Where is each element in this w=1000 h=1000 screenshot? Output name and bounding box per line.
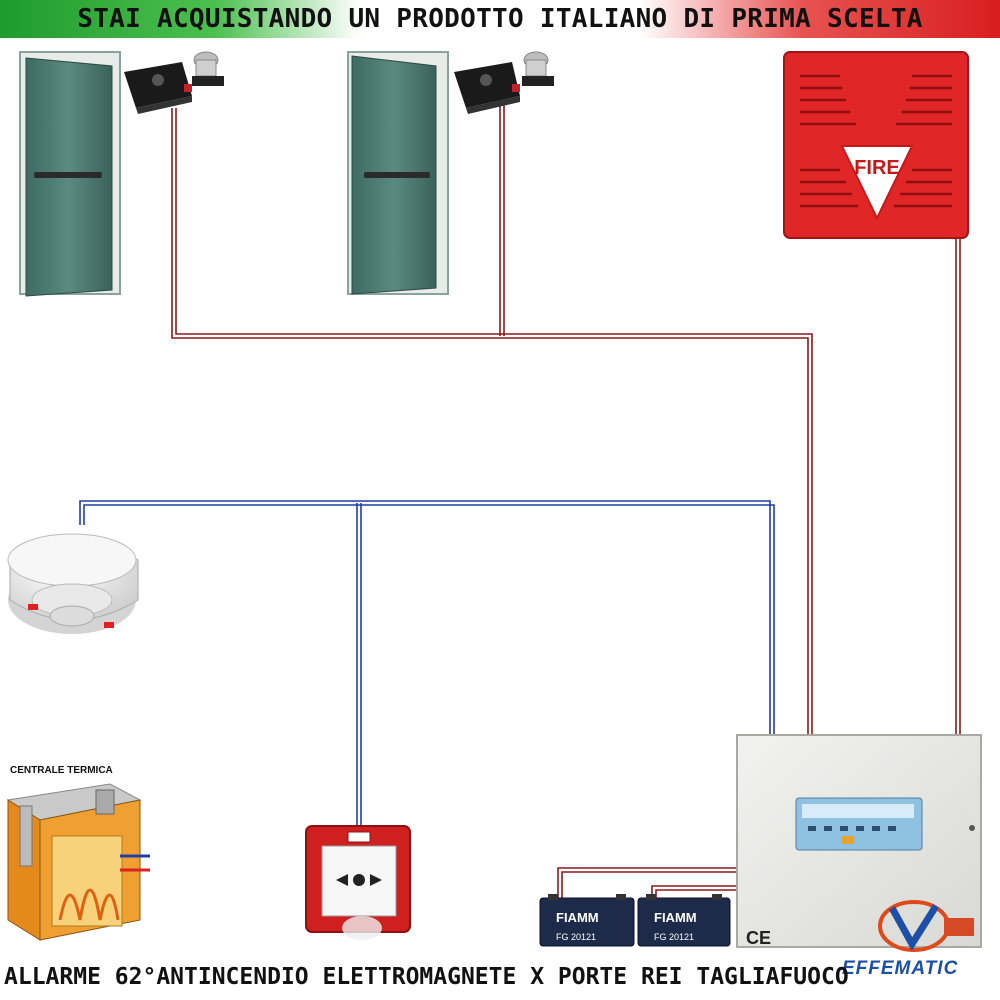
door-panic-bar bbox=[364, 172, 430, 178]
manual-call-point bbox=[305, 825, 411, 940]
top-banner: STAI ACQUISTANDO UN PRODOTTO ITALIANO DI… bbox=[0, 0, 1000, 38]
effematic-logo-text: EFFEMATIC bbox=[842, 958, 959, 979]
door-electromagnet-1 bbox=[124, 51, 224, 114]
boiler-unit bbox=[6, 783, 150, 941]
boiler-label: CENTRALE TERMICA bbox=[10, 765, 113, 776]
panel-ce-mark: CE bbox=[746, 928, 771, 948]
detector-led bbox=[28, 604, 38, 610]
fire-siren: FIRE bbox=[783, 51, 969, 239]
battery-2: FIAMM FG 20121 bbox=[637, 894, 731, 947]
battery-2-brand: FIAMM bbox=[654, 910, 697, 925]
banner-green-fade bbox=[0, 0, 360, 38]
signal-wires bbox=[79, 500, 775, 828]
fire-door-2 bbox=[347, 51, 449, 295]
door-panic-bar bbox=[34, 172, 102, 178]
battery-2-model: FG 20121 bbox=[654, 932, 694, 942]
footer-caption: ALLARME 62°ANTINCENDIO ELETTROMAGNETE X … bbox=[4, 964, 849, 990]
battery-1-model: FG 20121 bbox=[556, 932, 596, 942]
smoke-detector bbox=[7, 533, 139, 634]
effematic-logo-emblem bbox=[878, 900, 974, 952]
battery-1-brand: FIAMM bbox=[556, 910, 599, 925]
siren-fire-triangle bbox=[840, 145, 914, 221]
power-wires bbox=[171, 100, 961, 898]
banner-title: STAI ACQUISTANDO UN PRODOTTO ITALIANO DI… bbox=[77, 4, 923, 34]
door-electromagnet-2 bbox=[454, 51, 554, 114]
siren-fire-label: FIRE bbox=[854, 157, 900, 179]
banner-red-fade bbox=[640, 0, 1000, 38]
fire-door-1 bbox=[19, 51, 121, 297]
battery-1: FIAMM FG 20121 bbox=[539, 894, 635, 947]
